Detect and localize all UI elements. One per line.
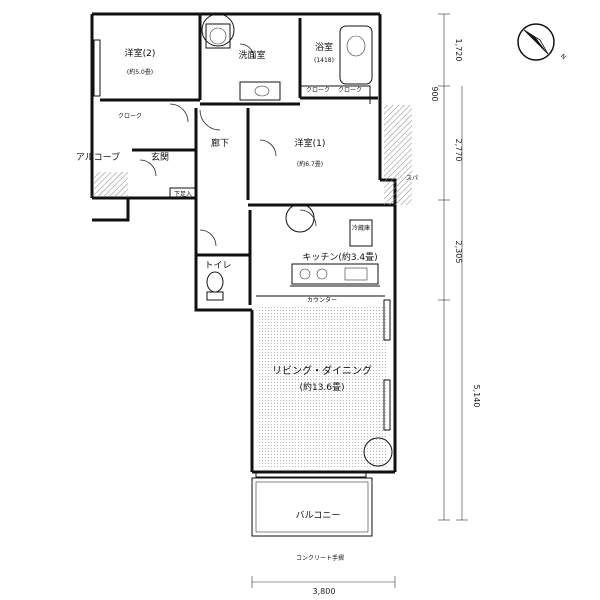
dimension-bottom: 3,800 xyxy=(313,587,336,596)
interior-walls xyxy=(100,14,395,305)
dimension-lines xyxy=(251,13,468,588)
fixtures xyxy=(169,23,379,301)
dimension-3: 2,305 xyxy=(454,241,463,264)
windows xyxy=(93,39,391,478)
compass-north: N xyxy=(559,53,567,61)
dimension-2: 2,770 xyxy=(454,139,463,162)
dimension-1: 1,720 xyxy=(454,39,463,62)
fridge-label: 冷蔵庫 xyxy=(352,224,370,232)
alcove-name: アルコーブ xyxy=(76,151,120,163)
toilet-name: トイレ xyxy=(204,261,231,271)
living-size: (約13.6畳) xyxy=(299,381,344,393)
western1-size: (約6.7畳) xyxy=(297,160,323,168)
balcony-name: バルコニー xyxy=(296,510,341,521)
dimension-4: 5,140 xyxy=(472,385,481,408)
service-balcony-name: スパ xyxy=(406,175,418,182)
bath-name: 浴室 xyxy=(315,41,333,53)
bath-size: (1418) xyxy=(314,57,334,64)
hallway-name: 廊下 xyxy=(211,137,229,149)
service-balcony-floor xyxy=(384,105,412,205)
alcove-floor xyxy=(94,172,128,196)
closet-label-2: クローク xyxy=(306,87,330,94)
concrete-label: コンクリート手摺 xyxy=(296,554,344,562)
dimension-5: 900 xyxy=(430,86,439,101)
closet-label-3: クローク xyxy=(338,87,362,94)
western2-name: 洋室(2) xyxy=(125,47,156,59)
living-name: リビング・ダイニング xyxy=(272,364,372,377)
entrance-name: 玄関 xyxy=(151,151,169,163)
closet-label-1: クローク xyxy=(118,113,142,120)
shoe-cabinet-label: 下足入 xyxy=(174,191,192,198)
washroom-name: 洗面室 xyxy=(238,49,265,61)
living-floor xyxy=(258,306,388,468)
kitchen-name: キッチン(約3.4畳) xyxy=(302,251,377,263)
balcony xyxy=(251,477,373,537)
western2-size: (約5.0畳) xyxy=(127,68,153,76)
western1-name: 洋室(1) xyxy=(295,137,326,149)
doors xyxy=(139,13,393,467)
compass-icon xyxy=(517,23,555,61)
counter-label: カウンター xyxy=(307,296,337,304)
